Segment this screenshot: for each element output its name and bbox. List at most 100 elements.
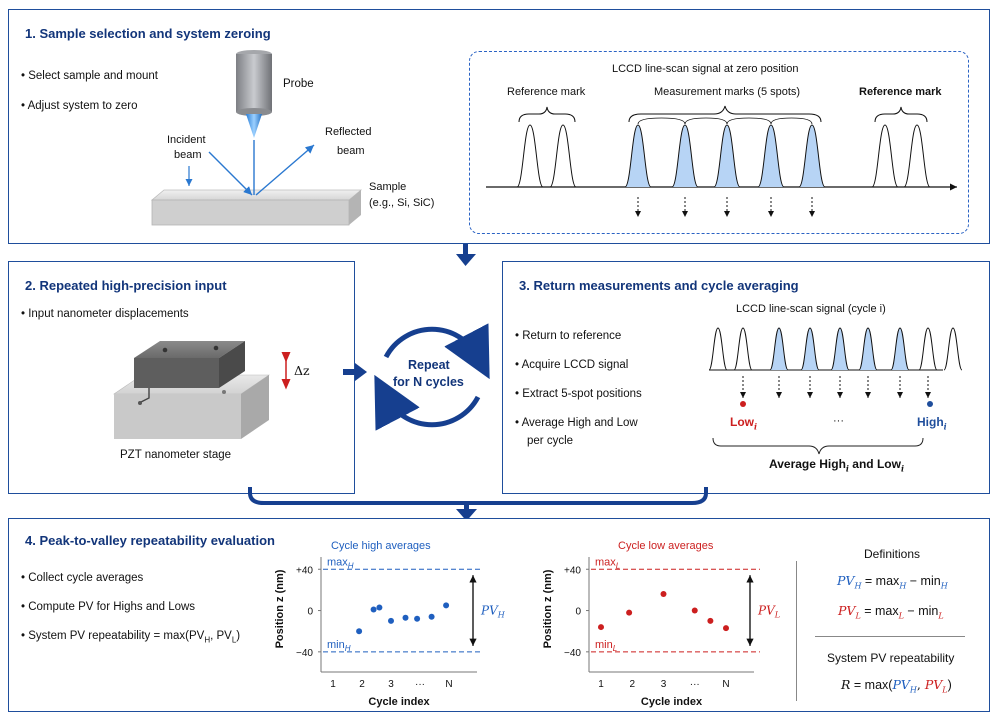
label-reflected-2: beam xyxy=(337,145,365,157)
low-label: Lowi xyxy=(730,415,758,432)
data-point xyxy=(723,625,729,632)
data-point xyxy=(626,609,633,616)
x-tick-label: ··· xyxy=(690,679,700,690)
average-label: Average Highi and Lowi xyxy=(769,457,905,474)
system-repeatability-label: System PV repeatability xyxy=(827,651,955,665)
peak xyxy=(890,327,910,371)
chart-low-title: Cycle low averages xyxy=(618,540,714,552)
peak-fill xyxy=(891,328,909,370)
average-brace xyxy=(712,437,924,455)
bullet-extract-positions: • Extract 5-spot positions xyxy=(515,388,642,400)
brace-measure xyxy=(628,105,822,123)
panel-repeated-input: 2. Repeated high-precision input • Input… xyxy=(8,261,355,494)
x-tick-label: 3 xyxy=(388,679,394,690)
data-point xyxy=(356,628,363,635)
label-reflected-1: Reflected xyxy=(325,126,372,138)
label-measurement: Measurement marks (5 spots) xyxy=(654,86,801,98)
brace-ref-right xyxy=(874,106,928,123)
repeat-line-2: for N cycles xyxy=(393,375,464,389)
bullet-system: • System PV repeatability = max(PVH, PVL… xyxy=(21,630,241,645)
peak xyxy=(671,124,699,188)
panel-sample-selection: 1. Sample selection and system zeroing •… xyxy=(8,9,990,244)
peak xyxy=(830,327,850,371)
bullet-collect: • Collect cycle averages xyxy=(21,572,144,584)
dz-label: Δz xyxy=(294,363,310,378)
zero-signal-plot xyxy=(486,105,957,217)
definitions-heading: Definitions xyxy=(864,547,921,561)
bullet-per-cycle: per cycle xyxy=(527,435,574,447)
brace-sub xyxy=(726,117,772,125)
bullet-compute: • Compute PV for Highs and Lows xyxy=(21,601,196,613)
panel-3-title: 3. Return measurements and cycle averagi… xyxy=(519,278,799,293)
definitions-rule xyxy=(815,636,965,637)
def-pvh: PVH = maxH − minH xyxy=(837,573,948,591)
peak xyxy=(858,327,878,371)
label-incident-1: Incident xyxy=(167,134,206,146)
max-label: maxL xyxy=(595,556,620,570)
cycle-signal-plot xyxy=(708,327,963,407)
brace-sub xyxy=(770,117,813,125)
x-tick-label: ··· xyxy=(415,679,425,690)
bullet-input-displacements: • Input nanometer displacements xyxy=(21,308,189,320)
low-point xyxy=(740,401,746,407)
label-ref-right: Reference mark xyxy=(859,86,942,98)
zero-signal-title: LCCD line-scan signal at zero position xyxy=(612,63,799,75)
label-probe: Probe xyxy=(283,78,314,90)
peak-fill xyxy=(859,328,877,370)
data-point xyxy=(370,606,377,613)
data-point xyxy=(707,617,714,624)
y-tick-label: 0 xyxy=(307,607,313,618)
x-tick-label: N xyxy=(722,679,729,690)
y-tick-label: 0 xyxy=(575,607,581,618)
peak xyxy=(733,327,753,371)
x-axis-label: Cycle index xyxy=(368,696,430,708)
incident-beam-line xyxy=(208,151,253,196)
brace-ref-left xyxy=(518,106,576,123)
x-tick-label: 1 xyxy=(330,679,336,690)
def-pvl: PVL = maxL − minL xyxy=(838,603,944,621)
bullet-select-sample: • Select sample and mount xyxy=(21,70,158,82)
probe-icon xyxy=(236,50,272,138)
merge-connector xyxy=(248,487,708,521)
ellipsis-label: ··· xyxy=(833,415,844,427)
zero-signal-box xyxy=(469,51,969,234)
panel-4-title: 4. Peak-to-valley repeatability evaluati… xyxy=(25,533,275,548)
peak-fill xyxy=(758,125,784,187)
peak-fill xyxy=(672,125,698,187)
bullet-average: • Average High and Low xyxy=(515,417,638,429)
data-point xyxy=(388,617,394,624)
peak-fill xyxy=(625,125,651,187)
data-point xyxy=(660,591,667,598)
label-ref-left: Reference mark xyxy=(507,86,586,98)
pv-label: PVL xyxy=(757,604,780,620)
min-label: minL xyxy=(595,639,617,653)
high-label: Highi xyxy=(917,415,947,432)
label-sample-2: (e.g., Si, SiC) xyxy=(369,197,435,209)
x-tick-label: 2 xyxy=(359,679,365,690)
label-sample-1: Sample xyxy=(369,181,407,193)
data-point xyxy=(414,615,421,622)
x-tick-label: 2 xyxy=(629,679,635,690)
peak xyxy=(624,124,652,188)
peak-fill xyxy=(714,125,740,187)
cycle-signal-title: LCCD line-scan signal (cycle i) xyxy=(736,303,886,315)
peak-fill xyxy=(801,328,819,370)
peak xyxy=(516,124,544,188)
peak xyxy=(549,124,577,188)
probe-sample-illustration xyxy=(150,50,363,226)
peak-fill xyxy=(799,125,825,187)
y-axis-label: Position z (nm) xyxy=(542,569,554,648)
pv-label: PVH xyxy=(480,604,506,620)
data-point xyxy=(598,624,604,631)
stage-label: PZT nanometer stage xyxy=(120,449,232,461)
brace-sub xyxy=(637,117,686,125)
peak xyxy=(798,124,826,188)
y-axis-label: Position z (nm) xyxy=(274,569,286,648)
peak xyxy=(800,327,820,371)
peak xyxy=(943,327,963,371)
peak-fill xyxy=(831,328,849,370)
data-point xyxy=(691,607,698,614)
y-tick-label: +40 xyxy=(564,565,581,576)
bullet-acquire-signal: • Acquire LCCD signal xyxy=(515,359,629,371)
